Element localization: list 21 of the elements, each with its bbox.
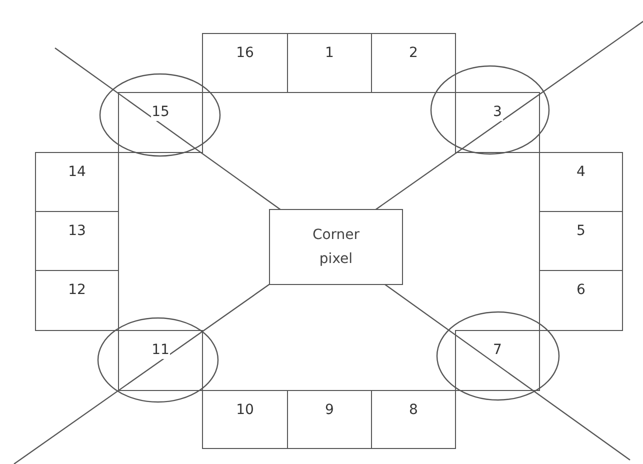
pixel-cell [35, 211, 119, 271]
pixel-cell [539, 211, 623, 271]
pixel-cell [371, 390, 456, 449]
pixel-number: 15 [150, 104, 170, 121]
pixel-cell [539, 270, 623, 331]
pixel-cell [539, 152, 623, 212]
pixel-cell [371, 33, 456, 93]
pixel-cell [455, 92, 540, 153]
pixel-cell [287, 33, 372, 93]
box-label: Corner pixel [311, 226, 361, 269]
pixel-cell [35, 152, 119, 212]
pixel-cell [35, 270, 119, 331]
pixel-cell [202, 390, 288, 449]
pixel-cell [118, 92, 203, 153]
pixel-cell [455, 330, 540, 391]
pixel-cell [287, 390, 372, 449]
pixel-number: 11 [150, 342, 170, 359]
pixel-number: 3 [492, 104, 503, 121]
pixel-cell [202, 33, 288, 93]
center-box [269, 209, 403, 285]
pixel-cell [118, 330, 203, 391]
